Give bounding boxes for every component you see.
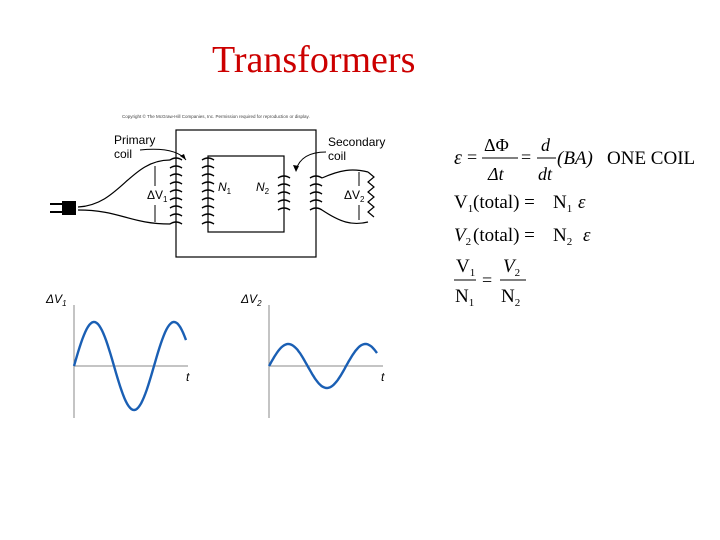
graph-left-wave [72, 320, 188, 412]
plug-icon [50, 201, 76, 215]
primary-arrow-head [180, 154, 186, 160]
n1-label: N1 [218, 180, 232, 196]
dv2-sub: 2 [360, 195, 365, 204]
eq4-n2sub: 2 [515, 297, 521, 309]
eq4-v2: V2 [503, 256, 520, 279]
copyright-text: Copyright © The McGraw-Hill Companies, I… [122, 113, 310, 119]
eq3-n: N2 [553, 225, 572, 248]
eq4-equals: = [482, 270, 492, 290]
eq4-n1sub: 1 [469, 297, 475, 309]
eq1-num1: ΔΦ [484, 135, 509, 155]
n2-label: N2 [256, 180, 270, 196]
graph-right-y-sub: 2 [256, 299, 262, 308]
eq4-n1: N1 [455, 286, 474, 309]
n1-sub: 1 [227, 187, 232, 196]
graph-right-x-label: t [381, 370, 385, 384]
eq4-n2: N2 [501, 286, 520, 309]
eq2-v: V1 [454, 192, 473, 215]
eq1-equals2: = [521, 147, 531, 167]
graph-left: ΔV1 t [45, 292, 190, 418]
eq2-eps: ε [578, 192, 586, 213]
eq2-n: N1 [553, 192, 572, 215]
secondary-coil [277, 175, 323, 211]
eq1-equals1: = [467, 147, 477, 167]
eq2-text: (total) = [473, 192, 535, 213]
eq1-num2: d [541, 135, 551, 155]
primary-leads [77, 159, 171, 225]
eq3-sub: 2 [466, 236, 472, 248]
eq3-nsub: 2 [567, 236, 573, 248]
eq4-v2sub: 2 [515, 267, 521, 279]
eq3-eps: ε [583, 225, 591, 246]
equations: ε = ΔΦ Δt = d dt (BA) ONE COIL V1 (total… [454, 135, 695, 309]
dv1-label: ΔV1 [147, 188, 168, 204]
secondary-label-2: coil [328, 149, 346, 163]
eq3-text: (total) = [473, 225, 535, 246]
graph-left-y-label: ΔV1 [45, 292, 67, 308]
eq4-v1sub: 1 [470, 267, 476, 279]
dv2-label: ΔV2 [344, 188, 365, 204]
eq1-eps: ε [454, 147, 462, 169]
graph-left-y-sub: 1 [62, 299, 66, 308]
dv1-sub: 1 [163, 195, 168, 204]
secondary-leads [321, 169, 369, 225]
resistor-icon [367, 171, 375, 218]
eq3-v: V2 [454, 225, 471, 248]
primary-coil [169, 157, 215, 225]
eq2-nsub: 1 [567, 203, 573, 215]
primary-label-2: coil [114, 147, 132, 161]
graph-left-x-label: t [186, 370, 190, 384]
secondary-label-1: Secondary [328, 135, 385, 149]
graph-right: ΔV2 t [240, 292, 385, 418]
primary-label-1: Primary [114, 133, 155, 147]
eq1-den1: Δt [487, 164, 505, 184]
slide-title: Transformers [212, 39, 416, 81]
eq2-sub: 1 [468, 203, 474, 215]
secondary-pointer-arrow [295, 151, 327, 171]
eq1-suffix: ONE COIL [607, 148, 695, 169]
secondary-arrow-head [293, 165, 299, 172]
iron-core [175, 129, 317, 258]
n2-sub: 2 [265, 187, 270, 196]
graph-right-y-label: ΔV2 [240, 292, 262, 308]
eq1-den2: dt [538, 164, 553, 184]
eq1-ba: (BA) [557, 148, 593, 169]
eq4-v1: V1 [456, 256, 475, 279]
graph-right-wave [267, 342, 378, 390]
